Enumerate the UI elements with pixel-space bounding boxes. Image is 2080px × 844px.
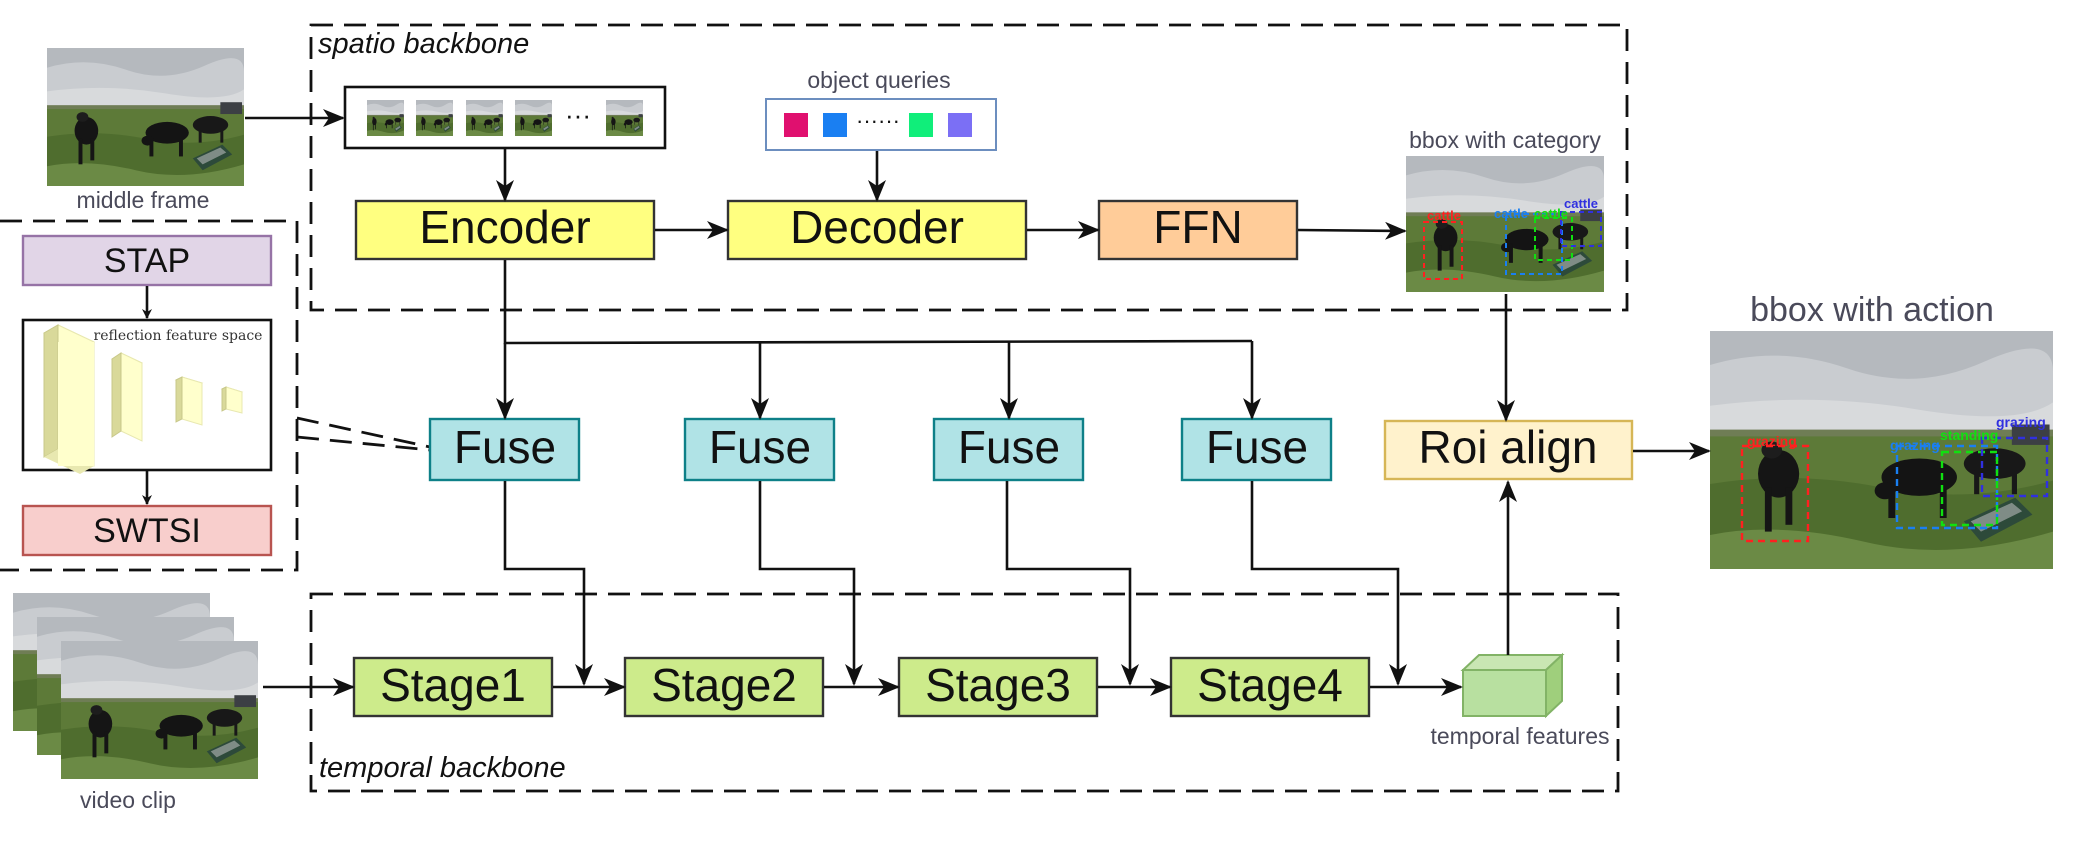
stage-label-4: Stage4	[1197, 659, 1343, 711]
fuse-box-4	[1180, 417, 1333, 482]
stage-box-4	[1169, 656, 1371, 718]
patch-ellipsis: ···	[565, 100, 591, 130]
query-tokens	[784, 113, 972, 137]
fuse-label-3: Fuse	[958, 421, 1060, 473]
fusion-detail-connector-upper	[296, 416, 431, 449]
fuse-label-1: Fuse	[454, 421, 556, 473]
fusion-detail-connector-lower	[296, 435, 431, 452]
stage-label-2: Stage2	[651, 659, 797, 711]
swtsi-label: SWTSI	[93, 512, 201, 550]
action-tag-blue: grazing	[1890, 437, 1940, 453]
decoder-label: Decoder	[790, 201, 964, 253]
reflection-space-label: reflection feature space	[94, 328, 263, 344]
category-tag-blue: cattle	[1494, 206, 1528, 221]
spatio-backbone-title: spatio backbone	[318, 28, 529, 60]
swtsi-box	[21, 504, 273, 557]
action-tag-green: standing	[1940, 427, 1998, 443]
encoder-label: Encoder	[419, 201, 590, 253]
temporal-backbone-group	[309, 592, 1620, 793]
action-tag-purple: grazing	[1996, 414, 2046, 430]
encoder-box	[354, 199, 656, 261]
bbox-action-title: bbox with action	[1750, 291, 1994, 329]
middle-frame-label: middle frame	[77, 187, 210, 213]
action-tag-red: grazing	[1747, 433, 1797, 449]
stage-box-1	[352, 656, 554, 718]
bbox-category-image	[1406, 156, 1604, 292]
category-tag-purple: cattle	[1564, 196, 1598, 211]
stage-label-3: Stage3	[925, 659, 1071, 711]
stage-label-1: Stage1	[380, 659, 526, 711]
video-clip-stack	[13, 593, 258, 779]
fuse-box-3	[932, 417, 1085, 482]
stap-label: STAP	[104, 242, 190, 280]
temporal-features-cube	[1460, 652, 1565, 719]
decoder-box	[726, 199, 1028, 261]
query-token	[823, 113, 847, 137]
query-token	[948, 113, 972, 137]
bbox-category-title: bbox with category	[1409, 127, 1601, 153]
object-queries-title: object queries	[807, 67, 950, 93]
query-ellipsis: ······	[856, 108, 900, 133]
fuse-box-2	[683, 417, 836, 482]
middle-frame-image	[47, 48, 244, 186]
stage-box-3	[897, 656, 1099, 718]
temporal-backbone-title: temporal backbone	[319, 752, 566, 784]
video-clip-label: video clip	[80, 787, 176, 813]
fusion-detail-group	[0, 219, 299, 572]
flow-arrows	[142, 109, 1711, 696]
category-tag-red: cattle	[1427, 208, 1461, 223]
stap-box	[21, 234, 273, 287]
query-token	[784, 113, 808, 137]
ffn-label: FFN	[1153, 201, 1242, 253]
feature-pyramid-blocks	[42, 324, 244, 474]
stage-box-2	[623, 656, 825, 718]
fuse-label-2: Fuse	[709, 421, 811, 473]
query-token	[909, 113, 933, 137]
bbox-action-image	[1710, 331, 2053, 569]
temporal-features-label: temporal features	[1431, 723, 1610, 749]
roi-align-label: Roi align	[1419, 421, 1598, 473]
category-tag-green: cattle	[1534, 206, 1568, 221]
spatio-backbone-group	[309, 23, 1629, 312]
fuse-label-4: Fuse	[1206, 421, 1308, 473]
